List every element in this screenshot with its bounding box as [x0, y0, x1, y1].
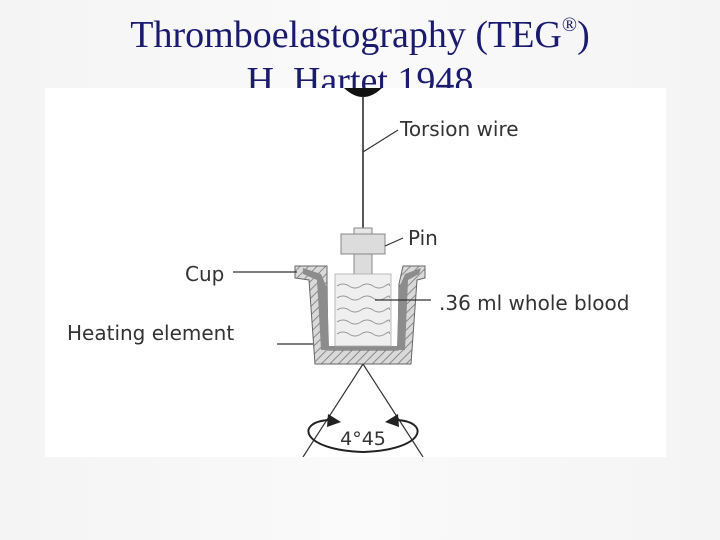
- heating-element-label: Heating element: [67, 321, 234, 345]
- teg-diagram-svg: 4°45 Torsion wire Pin Cup .36 ml whole b…: [67, 88, 629, 458]
- pin-label: Pin: [408, 226, 438, 250]
- rotation-arrow-right: [385, 414, 399, 427]
- title-line-1: Thromboelastography (TEG®): [0, 2, 720, 58]
- angle-label: 4°45: [340, 428, 386, 450]
- cup-label: Cup: [185, 262, 224, 286]
- title-close-paren: ): [577, 14, 590, 56]
- whole-blood: [334, 273, 392, 347]
- pin-leader: [384, 237, 404, 247]
- cup: [303, 268, 421, 350]
- rotation-arc: [307, 419, 419, 454]
- cone-line-right: [362, 363, 424, 458]
- torsion-wire-label: Torsion wire: [399, 117, 519, 141]
- teg-diagram: 4°45 Torsion wire Pin Cup .36 ml whole b…: [45, 88, 666, 458]
- cone-line-left: [302, 363, 364, 458]
- title-main-text: Thromboelastography (TEG: [130, 14, 562, 56]
- suspension-knob: [344, 88, 382, 97]
- pin: [340, 227, 386, 281]
- registered-mark: ®: [561, 14, 578, 36]
- torsion-wire-leader: [362, 129, 399, 153]
- rotation-arrow-left: [327, 414, 341, 427]
- blood-label: .36 ml whole blood: [439, 291, 629, 315]
